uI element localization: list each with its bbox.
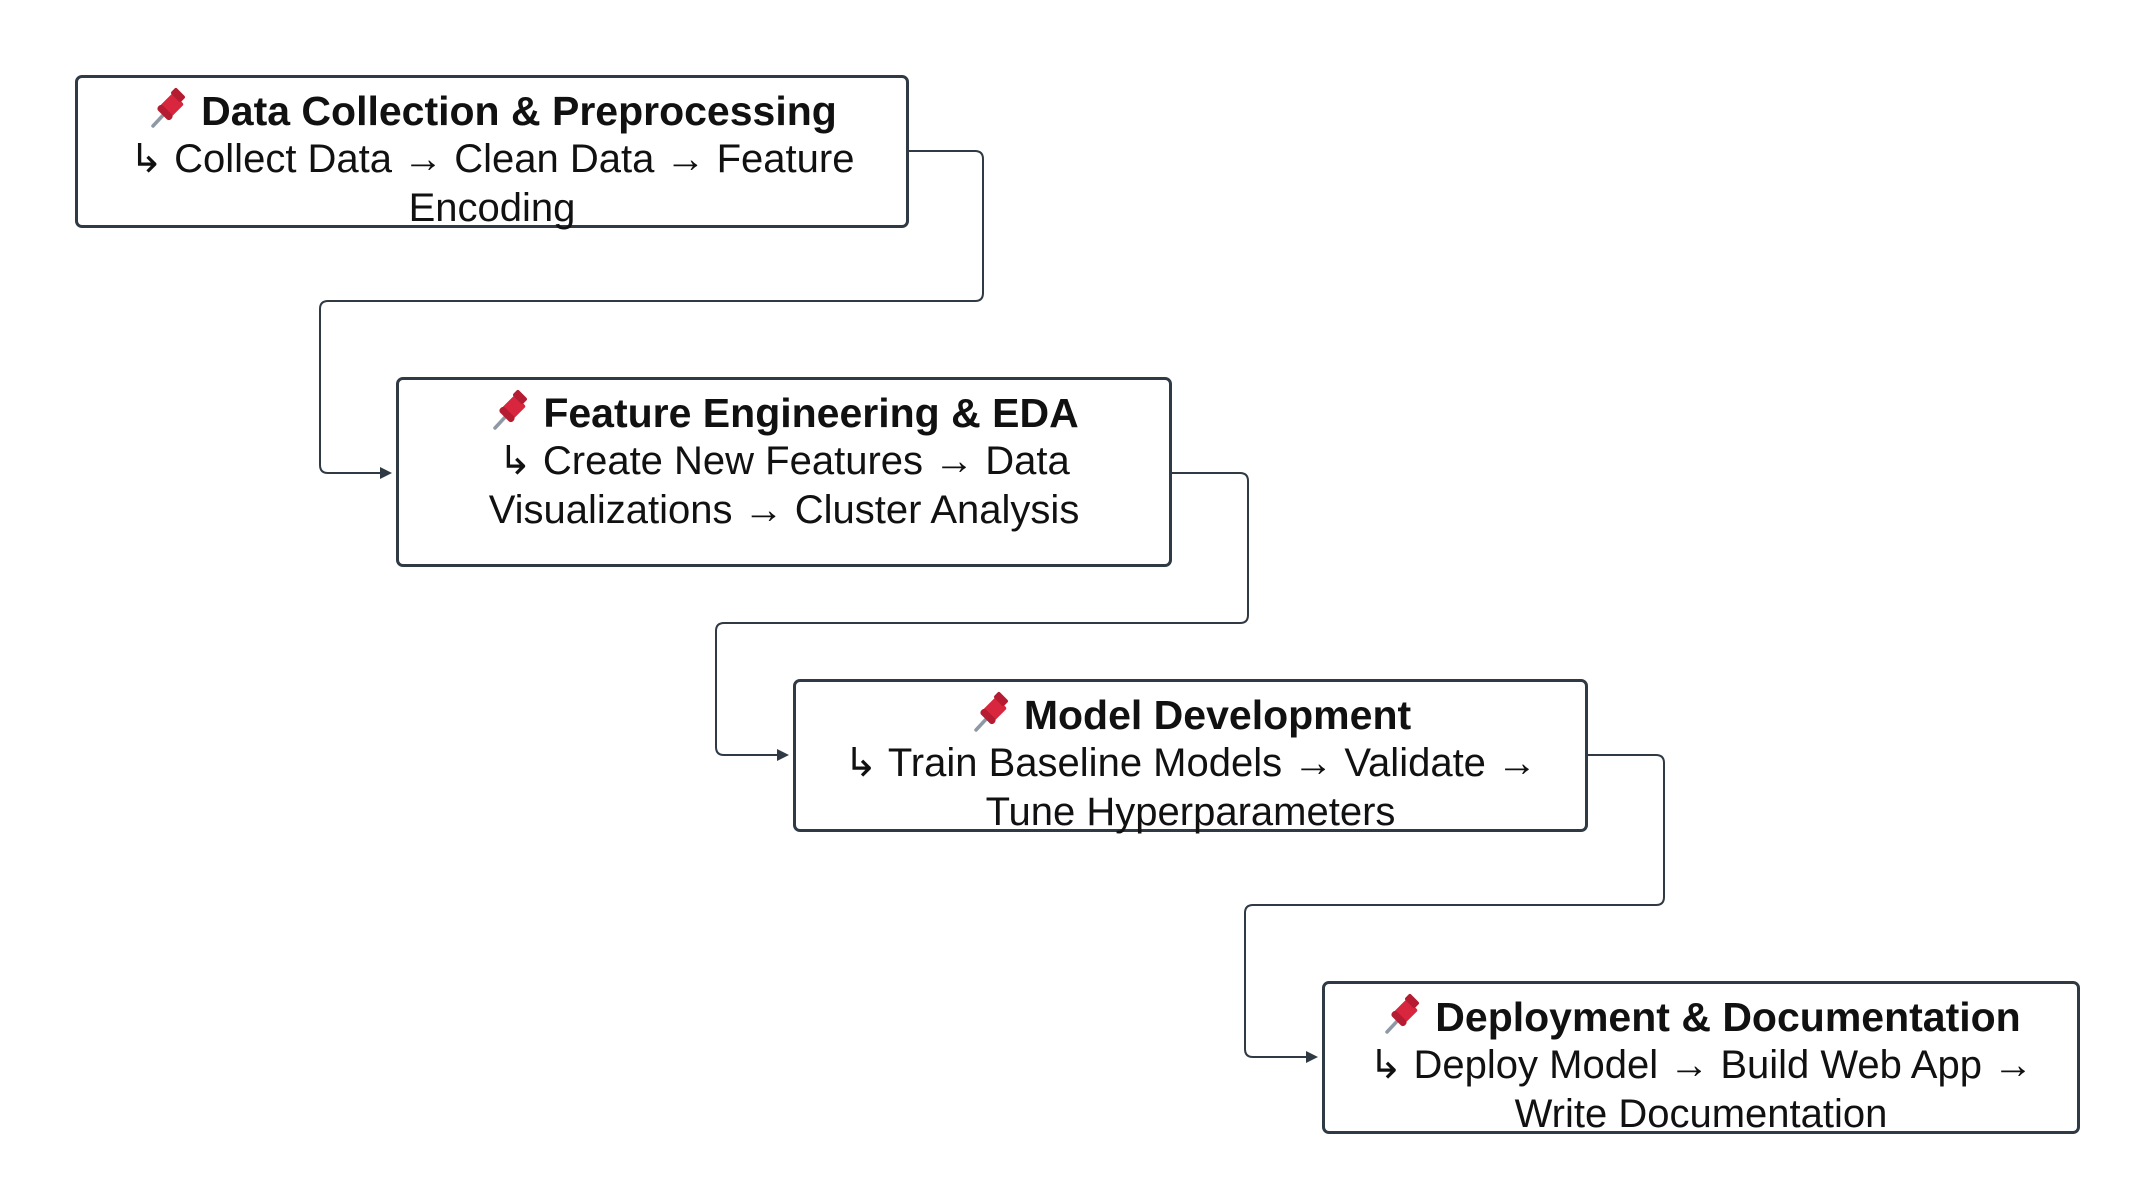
node-detail-text: ↳ Create New Features → Data Visualizati…	[488, 439, 1080, 532]
pushpin-icon	[1385, 994, 1420, 1034]
node-detail-text: ↳ Deploy Model → Build Web App → Write D…	[1368, 1043, 2034, 1136]
node-title-text: Data Collection & Preprocessing	[201, 88, 837, 134]
pushpin-icon	[151, 88, 186, 128]
connector-1-to-2	[319, 150, 984, 479]
node-detail-text: ↳ Collect Data → Clean Data → Feature En…	[129, 137, 855, 230]
node-title: Feature Engineering & EDA	[399, 389, 1169, 437]
process-node-feature-engineering[interactable]: Feature Engineering & EDA ↳ Create New F…	[396, 377, 1172, 567]
node-title: Data Collection & Preprocessing	[78, 87, 906, 135]
process-node-model-development[interactable]: Model Development ↳ Train Baseline Model…	[793, 679, 1588, 834]
connector-2-to-3	[715, 472, 1249, 761]
node-title-text: Feature Engineering & EDA	[543, 390, 1079, 436]
connector-3-to-4	[1244, 754, 1665, 1063]
pushpin-icon	[493, 390, 528, 430]
node-detail-text: ↳ Train Baseline Models → Validate → Tun…	[843, 741, 1538, 834]
process-node-data-collection[interactable]: Data Collection & Preprocessing ↳ Collec…	[75, 75, 909, 230]
node-title: Deployment & Documentation	[1325, 993, 2077, 1041]
node-title-text: Model Development	[1023, 692, 1412, 738]
node-title-text: Deployment & Documentation	[1435, 994, 2021, 1040]
process-node-deployment[interactable]: Deployment & Documentation ↳ Deploy Mode…	[1322, 981, 2080, 1136]
node-title: Model Development	[796, 691, 1585, 739]
pushpin-icon	[974, 692, 1008, 732]
